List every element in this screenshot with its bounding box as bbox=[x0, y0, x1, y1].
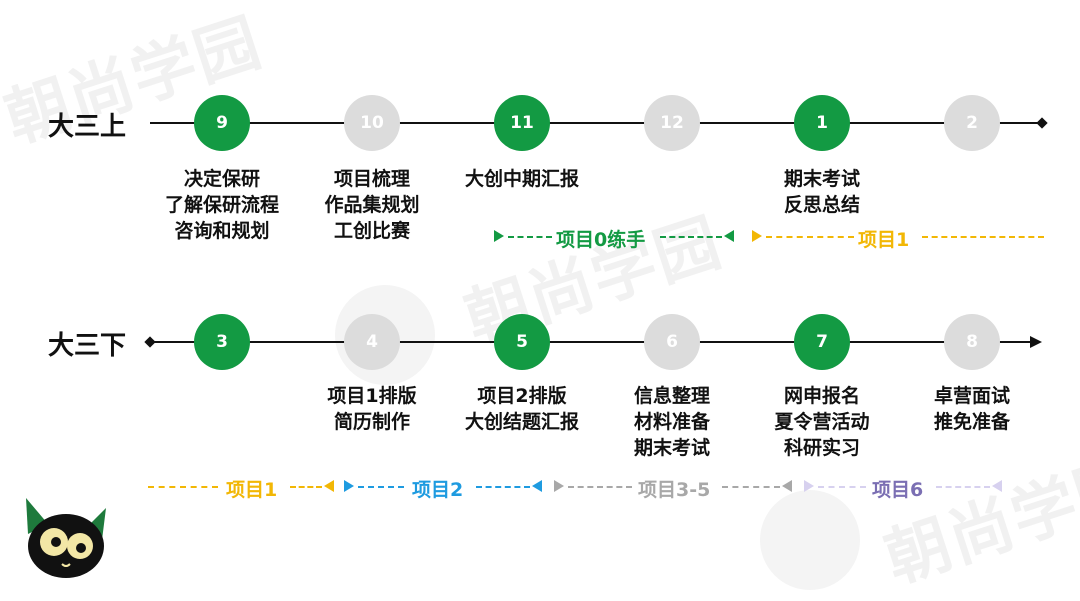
milestone-note: 信息整理 材料准备 期末考试 bbox=[592, 383, 752, 461]
span-line bbox=[722, 486, 780, 488]
timeline-axis-lower bbox=[152, 341, 1030, 343]
cat-mascot-icon bbox=[18, 494, 114, 584]
month-node: 5 bbox=[494, 314, 550, 370]
axis-arrowhead bbox=[1030, 336, 1042, 348]
milestone-note: 网申报名 夏令营活动 科研实习 bbox=[742, 383, 902, 461]
span-start-arrow bbox=[804, 480, 814, 492]
note-line: 夏令营活动 bbox=[774, 411, 870, 433]
span-start-arrow bbox=[344, 480, 354, 492]
note-line: 项目1排版 bbox=[327, 385, 417, 407]
span-end-arrow bbox=[532, 480, 542, 492]
axis-end-marker bbox=[1036, 117, 1048, 129]
note-line: 大创中期汇报 bbox=[464, 168, 579, 190]
note-line: 项目梳理 bbox=[333, 168, 410, 190]
milestone-note: 项目1排版 简历制作 bbox=[292, 383, 452, 435]
note-line: 材料准备 bbox=[633, 411, 710, 433]
note-line: 项目2排版 bbox=[477, 385, 567, 407]
note-line: 推免准备 bbox=[933, 411, 1010, 433]
month-node: 8 bbox=[944, 314, 1000, 370]
note-line: 作品集规划 bbox=[324, 194, 420, 216]
span-line bbox=[922, 236, 1044, 238]
project-span-label: 项目0练手 bbox=[556, 229, 646, 251]
note-line: 科研实习 bbox=[783, 437, 860, 459]
note-line: 咨询和规划 bbox=[174, 220, 270, 242]
note-line: 期末考试 bbox=[783, 168, 860, 190]
month-node: 7 bbox=[794, 314, 850, 370]
month-node: 6 bbox=[644, 314, 700, 370]
note-line: 大创结题汇报 bbox=[464, 411, 579, 433]
project-span-label: 项目1 bbox=[226, 479, 278, 501]
term-label-lower: 大三下 bbox=[48, 331, 127, 361]
span-start-arrow bbox=[554, 480, 564, 492]
milestone-note: 项目梳理 作品集规划 工创比赛 bbox=[292, 166, 452, 244]
project-span-label: 项目1 bbox=[858, 229, 910, 251]
month-node: 4 bbox=[344, 314, 400, 370]
note-line: 了解保研流程 bbox=[164, 194, 279, 216]
span-line bbox=[818, 486, 866, 488]
note-line: 卓营面试 bbox=[933, 385, 1010, 407]
note-line: 工创比赛 bbox=[333, 220, 410, 242]
span-line bbox=[148, 486, 218, 488]
month-node: 12 bbox=[644, 95, 700, 151]
note-line: 期末考试 bbox=[633, 437, 710, 459]
milestone-note: 决定保研 了解保研流程 咨询和规划 bbox=[142, 166, 302, 244]
span-line bbox=[936, 486, 990, 488]
month-node: 3 bbox=[194, 314, 250, 370]
span-end-arrow bbox=[724, 230, 734, 242]
span-line bbox=[290, 486, 322, 488]
span-line bbox=[660, 236, 722, 238]
timeline-axis-upper bbox=[150, 122, 1042, 124]
month-node: 1 bbox=[794, 95, 850, 151]
span-end-arrow bbox=[324, 480, 334, 492]
month-node: 9 bbox=[194, 95, 250, 151]
span-line bbox=[766, 236, 854, 238]
month-node: 11 bbox=[494, 95, 550, 151]
milestone-note: 卓营面试 推免准备 bbox=[892, 383, 1052, 435]
milestone-note: 项目2排版 大创结题汇报 bbox=[442, 383, 602, 435]
term-label-upper: 大三上 bbox=[48, 112, 127, 142]
watermark-text: 朝尚学园 bbox=[876, 445, 1080, 598]
span-start-arrow bbox=[494, 230, 504, 242]
watermark-logo bbox=[760, 490, 860, 590]
span-start-arrow bbox=[752, 230, 762, 242]
span-line bbox=[358, 486, 404, 488]
project-span-label: 项目6 bbox=[872, 479, 924, 501]
note-line: 网申报名 bbox=[783, 385, 860, 407]
note-line: 信息整理 bbox=[633, 385, 710, 407]
month-node: 2 bbox=[944, 95, 1000, 151]
span-end-arrow bbox=[992, 480, 1002, 492]
span-line bbox=[508, 236, 552, 238]
project-span-label: 项目3-5 bbox=[638, 479, 711, 501]
milestone-note: 大创中期汇报 bbox=[442, 166, 602, 192]
note-line: 决定保研 bbox=[183, 168, 260, 190]
month-node: 10 bbox=[344, 95, 400, 151]
span-end-arrow bbox=[782, 480, 792, 492]
project-span-label: 项目2 bbox=[412, 479, 464, 501]
note-line: 简历制作 bbox=[333, 411, 410, 433]
span-line bbox=[568, 486, 632, 488]
span-line bbox=[476, 486, 530, 488]
note-line: 反思总结 bbox=[783, 194, 860, 216]
milestone-note: 期末考试 反思总结 bbox=[742, 166, 902, 218]
